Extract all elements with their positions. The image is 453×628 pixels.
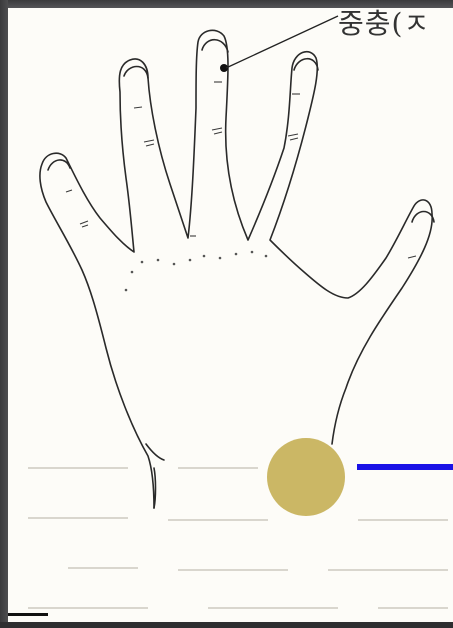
diagram-page: 중충(ㅈ — [8, 8, 453, 622]
ring-nail — [124, 67, 148, 79]
hand-diagram — [8, 8, 453, 622]
middle-nail — [202, 40, 228, 52]
index-nail — [294, 59, 318, 70]
wrist-side-line — [154, 468, 156, 508]
window-frame-left — [0, 0, 8, 628]
bleed-through-text — [28, 468, 448, 608]
hand-outline — [40, 30, 432, 508]
leader-line — [226, 16, 338, 68]
acupoint-label: 중충(ㅈ — [338, 8, 430, 42]
page-edge-mark — [8, 613, 48, 616]
pinky-nail — [48, 160, 70, 170]
annotation-marker — [267, 438, 345, 516]
palm-dotted-line — [125, 251, 268, 292]
window-frame-top — [0, 0, 453, 8]
window-frame-bottom — [0, 622, 453, 628]
finger-joint-marks — [66, 82, 416, 258]
thumb-nail — [412, 212, 434, 223]
